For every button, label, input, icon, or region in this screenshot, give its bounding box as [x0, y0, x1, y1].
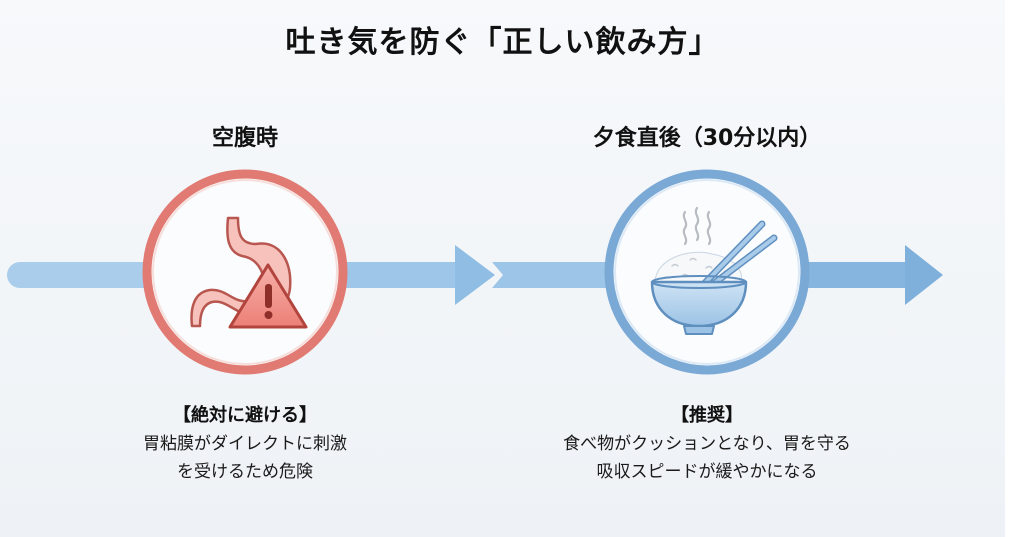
arrow-icon	[800, 245, 943, 305]
rice-bowl-icon	[650, 206, 778, 335]
step-label-after-dinner: 夕食直後（30分以内）	[592, 126, 822, 151]
avoid-tag: 【絶対に避ける】	[173, 405, 317, 426]
description-line: 食べ物がクッションとなり、胃を守る	[563, 434, 851, 454]
arrow-connector	[492, 262, 610, 288]
warning-icon	[228, 263, 308, 329]
step-description-after-dinner: 食べ物がクッションとなり、胃を守る 吸収スピードが緩やかになる	[507, 430, 907, 486]
steam-icon	[682, 206, 712, 246]
timeline-track	[7, 262, 157, 288]
step-label-empty-stomach: 空腹時	[211, 126, 278, 151]
after-dinner-circle	[604, 169, 810, 375]
recommended-tag: 【推奨】	[671, 405, 743, 426]
empty-stomach-circle	[142, 169, 348, 375]
arrow-icon	[340, 245, 495, 305]
description-line: 吸収スピードが緩やかになる	[596, 462, 818, 482]
page-title: 吐き気を防ぐ「正しい飲み方」	[285, 25, 720, 60]
description-line: 胃粘膜がダイレクトに刺激	[143, 434, 347, 454]
step-description-empty-stomach: 胃粘膜がダイレクトに刺激 を受けるため危険	[45, 430, 445, 486]
description-line: を受けるため危険	[177, 462, 313, 482]
